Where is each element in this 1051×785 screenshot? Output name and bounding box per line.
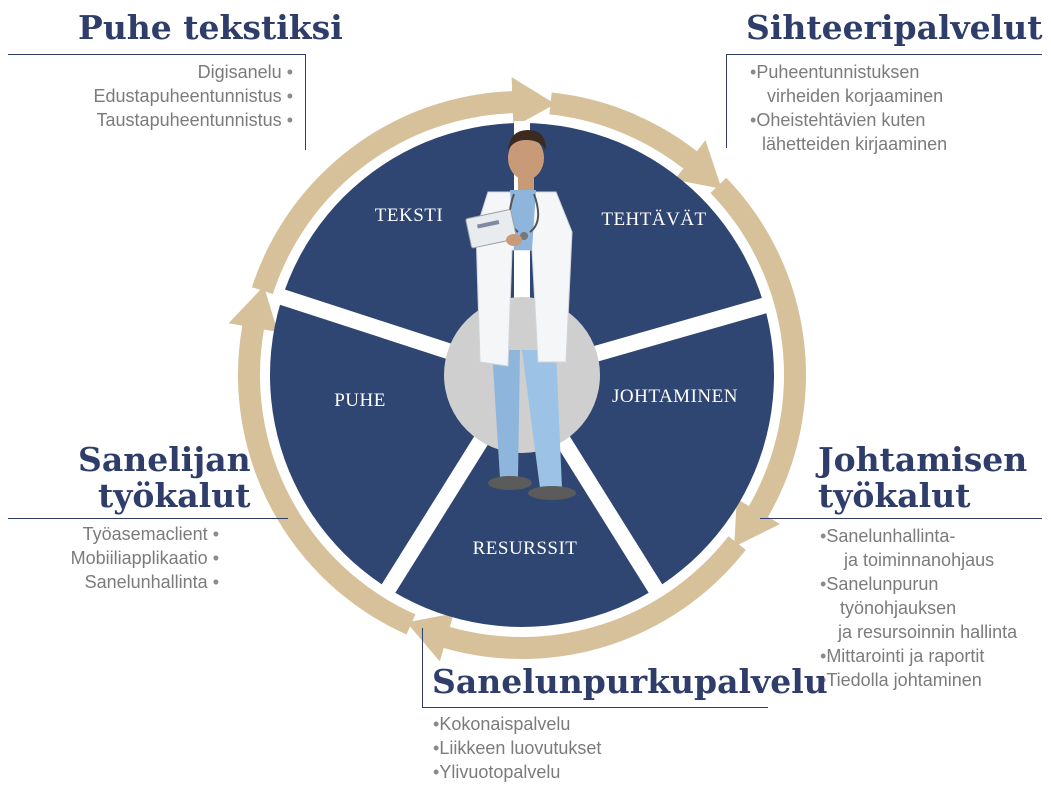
- list-item-line: työnohjauksen: [840, 598, 957, 618]
- divider-sihteeripalvelut: [726, 54, 1042, 55]
- cycle-arrow: [549, 92, 722, 189]
- list-sanelijan-tyokalut: Työasemaclient Mobiiliapplikaatio Sanelu…: [71, 522, 219, 594]
- list-item: Sanelunpurun työnohjauksen ja resursoinnin…: [820, 572, 1017, 644]
- divider-puhe-tekstiksi-vertical: [305, 54, 306, 150]
- list-item-line: ja toiminnanohjaus: [844, 550, 995, 570]
- list-item-line: ja resursoinnin hallinta: [838, 622, 1018, 642]
- list-item: Kokonaispalvelu: [433, 712, 601, 736]
- list-item-line: lähetteiden kirjaaminen: [762, 134, 948, 154]
- list-item: Puheentunnistuksen virheiden korjaaminen: [750, 60, 947, 108]
- list-item: Liikkeen luovutukset: [433, 736, 601, 760]
- cycle-arrow: [251, 77, 556, 295]
- wheel-separator: [577, 297, 769, 367]
- segment-label-puhe: PUHE: [334, 390, 386, 411]
- list-item-line: Oheistehtävien kuten: [756, 110, 926, 130]
- list-item: Edustapuheentunnistus: [94, 84, 293, 108]
- section-title-sihteeripalvelut: Sihteeripalvelut: [746, 8, 1043, 47]
- list-item: Tiedolla johtaminen: [820, 668, 1017, 692]
- doctor-illustration: [465, 130, 576, 500]
- section-title-line: Sanelijan: [78, 440, 251, 479]
- list-item: Sanelunhallinta: [71, 570, 219, 594]
- section-title-johtamisen-tyokalut: Johtamisen työkalut: [818, 442, 1027, 514]
- segment-labels: TEKSTI TEHTÄVÄT JOHTAMINEN RESURSSIT PUH…: [334, 205, 738, 559]
- list-item: Taustapuheentunnistus: [94, 108, 293, 132]
- section-title-sanelijan-tyokalut: Sanelijan työkalut: [78, 442, 251, 514]
- list-item: Oheistehtävien kuten lähetteiden kirjaami…: [750, 108, 947, 156]
- divider-sanelijan-tyokalut: [8, 518, 288, 519]
- wheel-separator: [547, 421, 664, 595]
- list-item-line: Sanelunhallinta-: [826, 526, 956, 546]
- wheel-separator: [380, 421, 497, 595]
- divider-sanelunpurkupalvelu: [422, 707, 768, 708]
- list-item: Digisanelu: [94, 60, 293, 84]
- cycle-arrow: [710, 177, 806, 547]
- divider-johtamisen-tyokalut: [760, 518, 1042, 519]
- hub-circle: [444, 297, 600, 453]
- segment-label-tehtavat: TEHTÄVÄT: [601, 209, 706, 230]
- section-title-line: Johtamisen: [818, 440, 1028, 479]
- cycle-arrows: [228, 77, 806, 662]
- list-sanelunpurkupalvelu: Kokonaispalvelu Liikkeen luovutukset Yli…: [433, 712, 601, 784]
- list-puhe-tekstiksi: Digisanelu Edustapuheentunnistus Taustap…: [94, 60, 293, 132]
- list-item: Ylivuotopalvelu: [433, 760, 601, 784]
- list-item-line: Tiedolla johtaminen: [826, 670, 982, 690]
- cycle-arrow: [406, 536, 746, 662]
- list-item: Mobiiliapplikaatio: [71, 546, 219, 570]
- divider-sihteeripalvelut-vertical: [726, 54, 727, 148]
- divider-sanelunpurkupalvelu-vertical: [422, 628, 423, 708]
- section-title-line: työkalut: [818, 476, 971, 515]
- segment-label-resurssit: RESURSSIT: [473, 538, 578, 559]
- section-title-line: työkalut: [98, 476, 251, 515]
- list-item: Sanelunhallinta-ja toiminnanohjaus: [820, 524, 1017, 572]
- divider-puhe-tekstiksi: [8, 54, 306, 55]
- list-johtamisen-tyokalut: Sanelunhallinta-ja toiminnanohjaus Sanel…: [820, 524, 1017, 692]
- list-item-line: Mittarointi ja raportit: [826, 646, 985, 666]
- list-item-line: virheiden korjaaminen: [767, 86, 944, 106]
- list-item: Työasemaclient: [71, 522, 219, 546]
- segment-label-johtaminen: JOHTAMINEN: [612, 386, 738, 407]
- section-title-puhe-tekstiksi: Puhe tekstiksi: [78, 8, 343, 47]
- section-title-sanelunpurkupalvelu: Sanelunpurkupalvelu: [432, 662, 828, 701]
- list-item-line: Sanelunpurun: [826, 574, 939, 594]
- wheel-separator: [277, 288, 468, 365]
- cycle-arrow: [228, 286, 416, 635]
- list-item-line: Puheentunnistuksen: [756, 62, 920, 82]
- segment-label-teksti: TEKSTI: [375, 205, 443, 226]
- list-item: Mittarointi ja raportit: [820, 644, 1017, 668]
